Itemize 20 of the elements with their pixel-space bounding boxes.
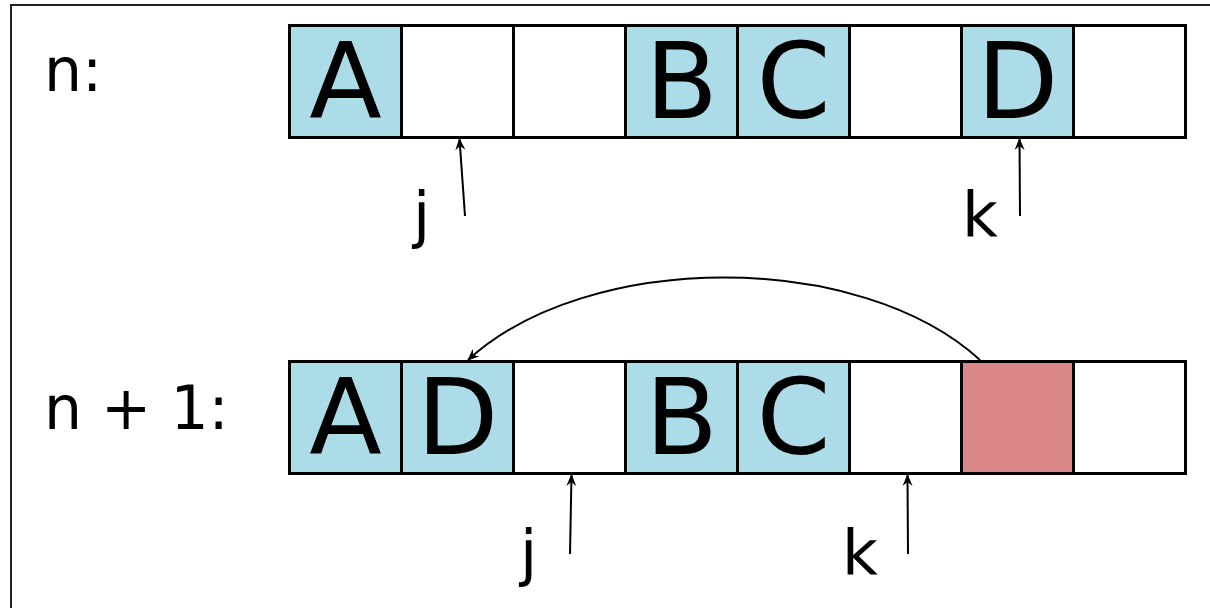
arrow [455,138,466,217]
array-cell: D [400,360,515,475]
array-cell: D [960,24,1075,139]
array-cell: C [736,24,851,139]
arrow [1014,138,1025,217]
pointer-label: j [413,178,465,252]
pointer-label: k [842,516,908,590]
array-cell: B [624,24,739,139]
arrow [566,474,577,555]
arrow [902,474,913,555]
row-label: n + 1: [44,378,229,438]
pointer-label: j [520,516,570,590]
empty-array-cell [960,360,1075,475]
arrow [467,276,981,361]
array-cell: B [624,360,739,475]
array-cell: A [288,24,403,139]
pointer-label: k [962,178,1020,252]
array-cell: A [288,360,403,475]
array-cell: C [736,360,851,475]
row-label: n: [44,40,103,100]
